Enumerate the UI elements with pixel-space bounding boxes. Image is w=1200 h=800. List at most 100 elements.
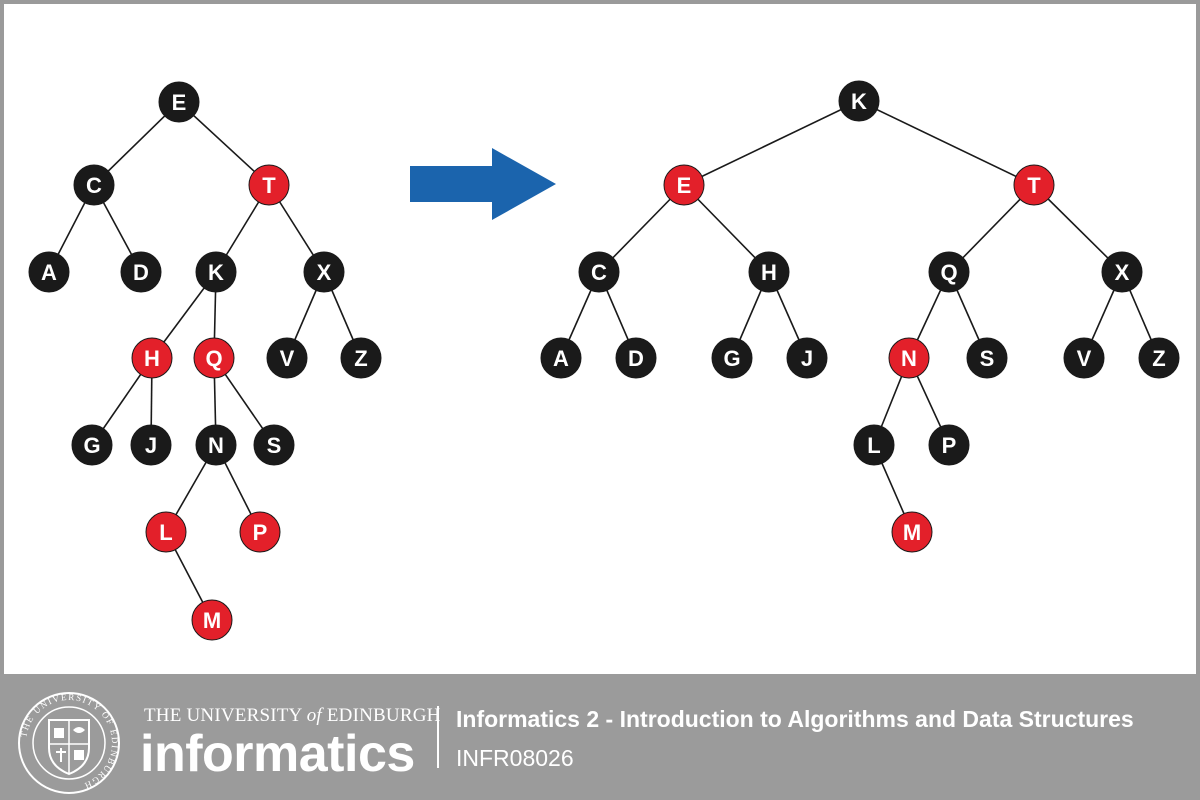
left-node-circle-t [248, 164, 290, 206]
transform-arrow-icon [410, 148, 556, 220]
right-node-label-j: J [801, 346, 813, 371]
right-node-x: X [1101, 251, 1143, 293]
left-node-circle-z [340, 337, 382, 379]
left-node-label-k: K [208, 260, 224, 285]
right-node-label-x: X [1115, 260, 1130, 285]
left-node-l: L [145, 511, 187, 553]
right-node-label-v: V [1077, 346, 1092, 371]
left-node-d: D [120, 251, 162, 293]
left-node-circle-m [191, 599, 233, 641]
right-node-circle-x [1101, 251, 1143, 293]
left-node-t: T [248, 164, 290, 206]
right-node-label-c: C [591, 260, 607, 285]
left-node-g: G [71, 424, 113, 466]
left-node-circle-s [253, 424, 295, 466]
right-node-l: L [853, 424, 895, 466]
left-node-label-c: C [86, 173, 102, 198]
right-node-label-e: E [677, 173, 692, 198]
course-code: INFR08026 [456, 745, 574, 771]
left-node-c: C [73, 164, 115, 206]
right-node-g: G [711, 337, 753, 379]
right-node-label-a: A [553, 346, 569, 371]
left-node-m: M [191, 599, 233, 641]
right-node-label-q: Q [940, 260, 957, 285]
left-node-x: X [303, 251, 345, 293]
right-node-h: H [748, 251, 790, 293]
left-node-label-q: Q [205, 346, 222, 371]
right-node-label-s: S [980, 346, 995, 371]
left-node-label-d: D [133, 260, 149, 285]
right-node-label-h: H [761, 260, 777, 285]
right-node-c: C [578, 251, 620, 293]
right-node-circle-a [540, 337, 582, 379]
right-node-circle-h [748, 251, 790, 293]
left-node-circle-x [303, 251, 345, 293]
left-node-label-p: P [253, 520, 268, 545]
left-node-circle-k [195, 251, 237, 293]
right-node-a: A [540, 337, 582, 379]
left-node-circle-p [239, 511, 281, 553]
right-node-n: N [888, 337, 930, 379]
left-node-label-z: Z [354, 346, 367, 371]
right-node-label-p: P [942, 433, 957, 458]
left-node-circle-q [193, 337, 235, 379]
left-node-label-e: E [172, 90, 187, 115]
right-edge-k-t [858, 100, 1035, 186]
left-node-label-l: L [159, 520, 172, 545]
left-node-circle-n [195, 424, 237, 466]
course-title: Informatics 2 - Introduction to Algorith… [456, 706, 1134, 732]
right-node-circle-m [891, 511, 933, 553]
right-node-label-z: Z [1152, 346, 1165, 371]
right-node-label-m: M [903, 520, 921, 545]
left-node-circle-c [73, 164, 115, 206]
right-node-circle-l [853, 424, 895, 466]
right-node-label-n: N [901, 346, 917, 371]
right-node-d: D [615, 337, 657, 379]
left-node-h: H [131, 337, 173, 379]
university-crest-icon: THE UNIVERSITY OF EDINBURGH [18, 692, 120, 794]
left-node-circle-e [158, 81, 200, 123]
left-node-circle-g [71, 424, 113, 466]
right-node-label-l: L [867, 433, 880, 458]
right-node-circle-s [966, 337, 1008, 379]
left-node-circle-l [145, 511, 187, 553]
left-node-circle-a [28, 251, 70, 293]
left-node-q: Q [193, 337, 235, 379]
right-tree-edges [560, 100, 1160, 533]
right-tree-nodes: K E T C H Q X A D G J N S V Z L P M [540, 80, 1180, 553]
left-node-circle-v [266, 337, 308, 379]
right-node-v: V [1063, 337, 1105, 379]
left-node-label-h: H [144, 346, 160, 371]
footer-bar: THE UNIVERSITY OF EDINBURGH THE UNIVERSI… [0, 674, 1200, 800]
right-node-e: E [663, 164, 705, 206]
right-node-circle-j [786, 337, 828, 379]
right-node-z: Z [1138, 337, 1180, 379]
right-node-circle-v [1063, 337, 1105, 379]
right-node-circle-e [663, 164, 705, 206]
right-edge-t-x [1033, 184, 1123, 273]
footer-divider [437, 706, 439, 768]
school-name: informatics [140, 725, 415, 783]
left-node-circle-h [131, 337, 173, 379]
right-node-circle-c [578, 251, 620, 293]
right-node-circle-p [928, 424, 970, 466]
right-node-label-k: K [851, 89, 867, 114]
left-node-label-x: X [317, 260, 332, 285]
right-node-circle-g [711, 337, 753, 379]
right-node-circle-d [615, 337, 657, 379]
right-node-k: K [838, 80, 880, 122]
left-node-label-a: A [41, 260, 57, 285]
left-node-label-m: M [203, 608, 221, 633]
left-node-circle-j [130, 424, 172, 466]
left-node-label-t: T [262, 173, 276, 198]
left-node-p: P [239, 511, 281, 553]
right-node-p: P [928, 424, 970, 466]
left-node-label-g: G [83, 433, 100, 458]
right-edge-k-e [683, 100, 860, 186]
right-node-circle-q [928, 251, 970, 293]
left-node-label-v: V [280, 346, 295, 371]
right-node-circle-t [1013, 164, 1055, 206]
right-node-t: T [1013, 164, 1055, 206]
